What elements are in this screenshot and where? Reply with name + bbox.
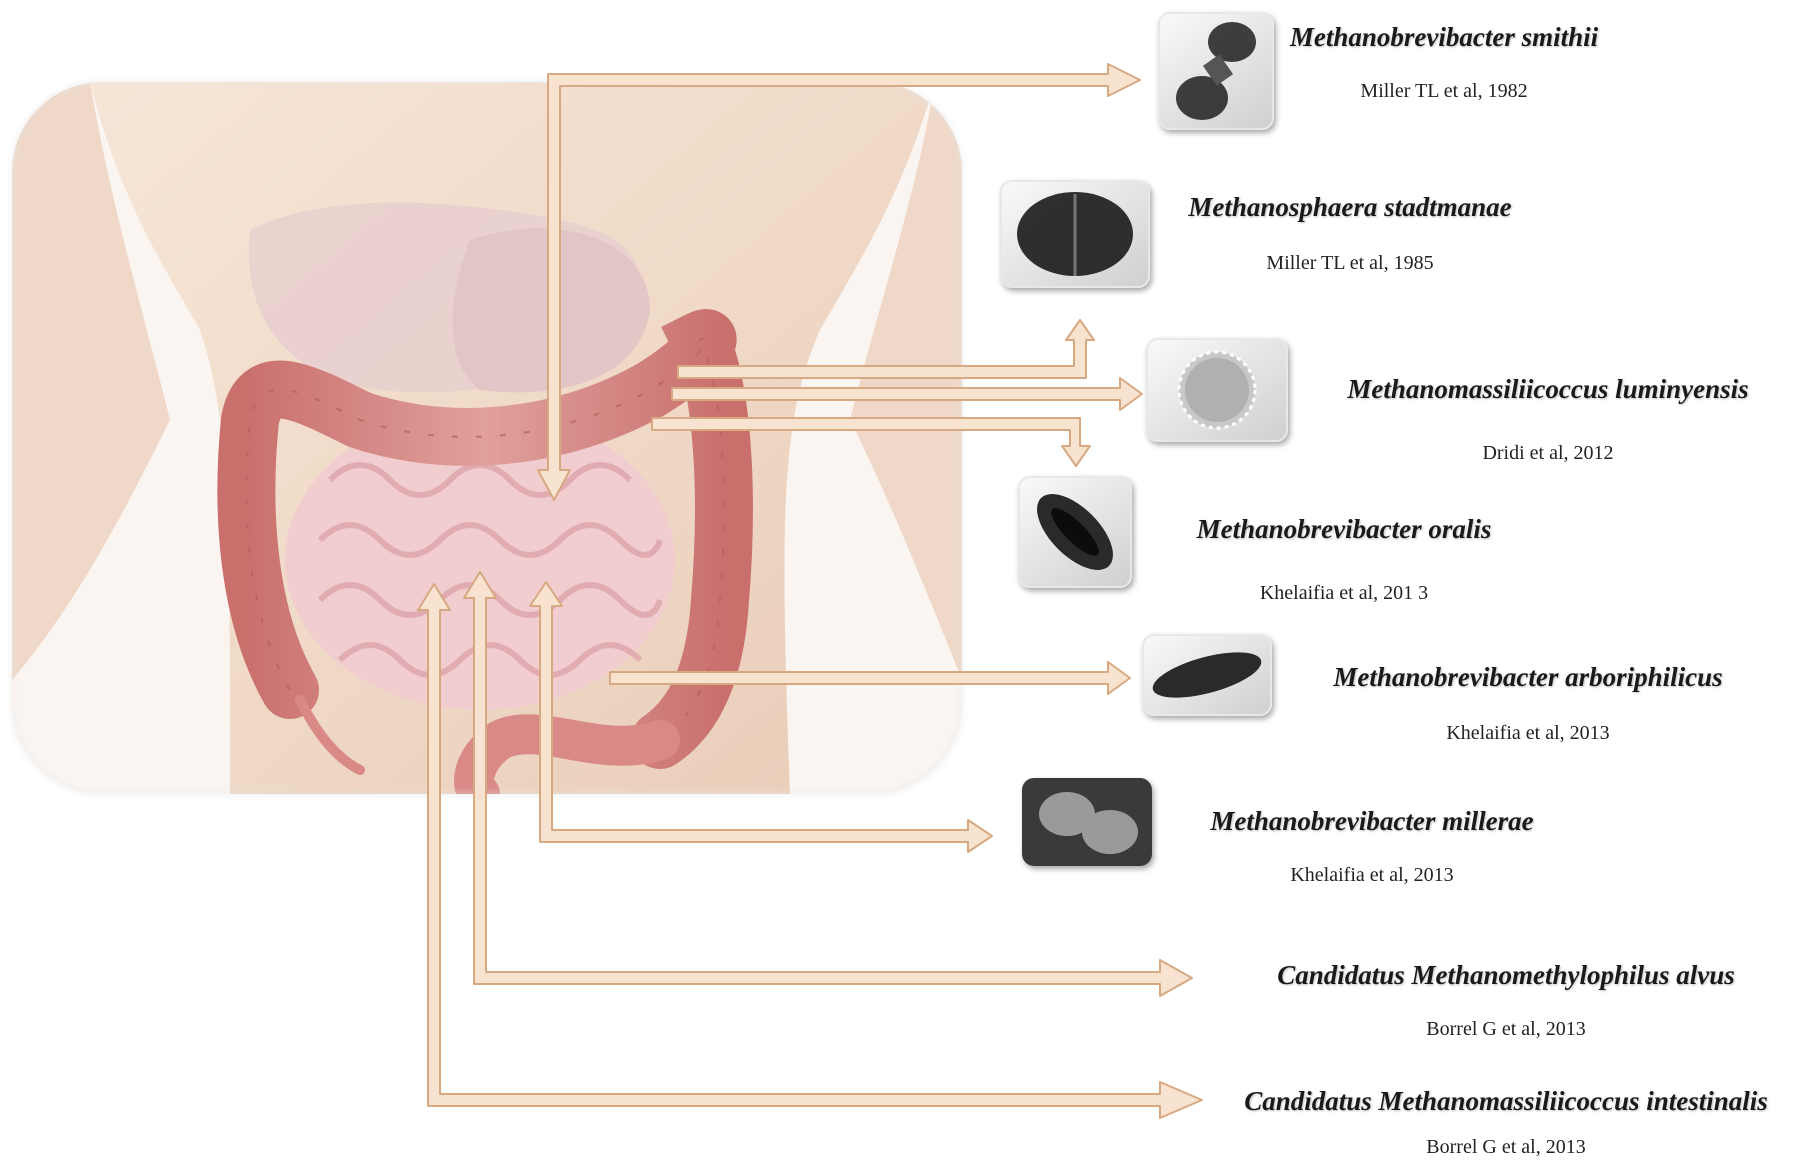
micrograph-millerae-image xyxy=(1022,778,1152,866)
species-citation: Borrel G et al, 2013 xyxy=(1426,1136,1585,1159)
species-name: Methanobrevibacter millerae xyxy=(1210,806,1533,837)
micrograph-arboriphilicus-image xyxy=(1142,634,1272,716)
species-citation: Miller TL et al, 1985 xyxy=(1266,252,1433,275)
micrograph-luminyensis xyxy=(1146,338,1288,442)
micrograph-millerae xyxy=(1022,778,1152,866)
micrograph-stadtmanae-image xyxy=(1000,180,1150,288)
micrograph-stadtmanae xyxy=(1000,180,1150,288)
species-citation: Khelaifia et al, 201 3 xyxy=(1260,582,1428,605)
species-name: Methanobrevibacter oralis xyxy=(1197,514,1492,545)
species-name: Methanobrevibacter arboriphilicus xyxy=(1333,662,1722,693)
species-name: Methanomassiliicoccus luminyensis xyxy=(1347,374,1748,405)
species-citation: Khelaifia et al, 2013 xyxy=(1446,722,1609,745)
micrograph-oralis-image xyxy=(1018,476,1132,588)
species-citation: Dridi et al, 2012 xyxy=(1482,442,1613,465)
micrograph-arboriphilicus xyxy=(1142,634,1272,716)
micrograph-smithii-image xyxy=(1158,12,1274,130)
species-name: Candidatus Methanomassiliicoccus intesti… xyxy=(1244,1086,1768,1117)
species-citation: Miller TL et al, 1982 xyxy=(1360,80,1527,103)
species-citation: Borrel G et al, 2013 xyxy=(1426,1018,1585,1041)
micrograph-luminyensis-image xyxy=(1146,338,1288,442)
micrograph-oralis xyxy=(1018,476,1132,588)
species-name: Methanobrevibacter smithii xyxy=(1290,22,1598,53)
species-name: Methanosphaera stadtmanae xyxy=(1188,192,1511,223)
species-name: Candidatus Methanomethylophilus alvus xyxy=(1277,960,1735,991)
micrograph-smithii xyxy=(1158,12,1274,130)
species-citation: Khelaifia et al, 2013 xyxy=(1290,864,1453,887)
